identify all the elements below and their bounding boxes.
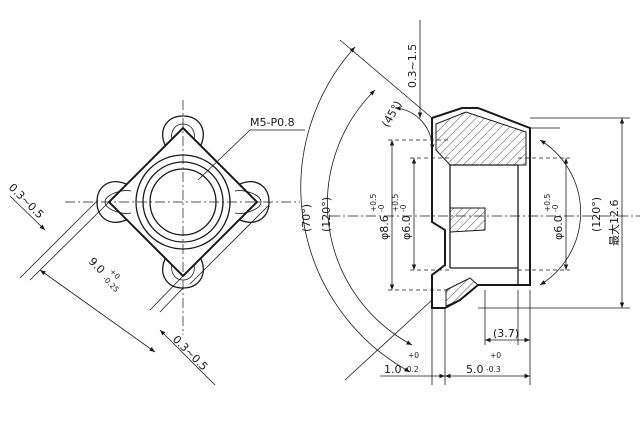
hatched-section-top bbox=[435, 111, 527, 166]
dia-86-tol-down: -0 bbox=[377, 204, 386, 212]
thread-label: M5-P0.8 bbox=[250, 116, 295, 129]
dia-60-outer-tol-up: +0.5 bbox=[543, 194, 552, 212]
angle-120-right-arc bbox=[539, 139, 581, 286]
dia-86-tol-up: +0.5 bbox=[369, 194, 378, 212]
dia-86-label: φ8.6 bbox=[378, 215, 391, 240]
hatched-projection bbox=[445, 277, 479, 307]
chamfer-angle: (45°) bbox=[379, 99, 404, 130]
top-view: M5-P0.8 9.0 +0 -0.25 0.3~0.5 0.3~0.5 bbox=[6, 100, 305, 386]
dim-10-tol-down: -0.2 bbox=[404, 365, 419, 374]
width-dimension-line bbox=[39, 269, 156, 353]
dim-50-label: 5.0 bbox=[466, 363, 484, 376]
hatched-thread bbox=[449, 207, 486, 233]
dim-37-label: (3.7) bbox=[493, 327, 519, 340]
angle-70-label: (70°) bbox=[300, 204, 313, 232]
dia-60-outer-tol-down: -0 bbox=[551, 204, 560, 212]
dim-10-label: 1.0 bbox=[384, 363, 402, 376]
dia-60-inner-label: φ6.0 bbox=[400, 215, 413, 240]
dim-50-tol-up: +0 bbox=[490, 351, 501, 360]
weld-projections bbox=[96, 115, 270, 289]
angle-70-arc bbox=[327, 89, 413, 346]
angle-120-left-arc bbox=[300, 46, 411, 373]
gap-dimension-bottom-right: 0.3~0.5 bbox=[170, 333, 210, 373]
dim-10-tol-up: +0 bbox=[408, 351, 419, 360]
dia-60-inner-tol-down: -0 bbox=[399, 204, 408, 212]
gap-dimension-top-left: 0.3~0.5 bbox=[6, 181, 46, 221]
max-height-label: 最大12.6 bbox=[607, 200, 621, 247]
thread-leader bbox=[197, 129, 251, 181]
projection-height: 0.3~1.5 bbox=[406, 44, 419, 88]
boss-inner-circle bbox=[142, 161, 224, 243]
boss-outer-circle bbox=[135, 154, 231, 250]
section-view: (45°) 0.3~1.5 (70°) (120°) (120°) φ8.6 +… bbox=[300, 20, 640, 385]
dim-50-tol-down: -0.3 bbox=[486, 365, 501, 374]
thread-minor-arc bbox=[149, 168, 217, 236]
angle-120-left-label: (120°) bbox=[320, 197, 333, 232]
body-outline bbox=[431, 107, 531, 309]
width-dimension: 9.0 bbox=[86, 255, 108, 277]
angle-120-right-label: (120°) bbox=[590, 197, 603, 232]
dia-60-outer-label: φ6.0 bbox=[552, 215, 565, 240]
dia-60-inner-tol-up: +0.5 bbox=[391, 194, 400, 212]
